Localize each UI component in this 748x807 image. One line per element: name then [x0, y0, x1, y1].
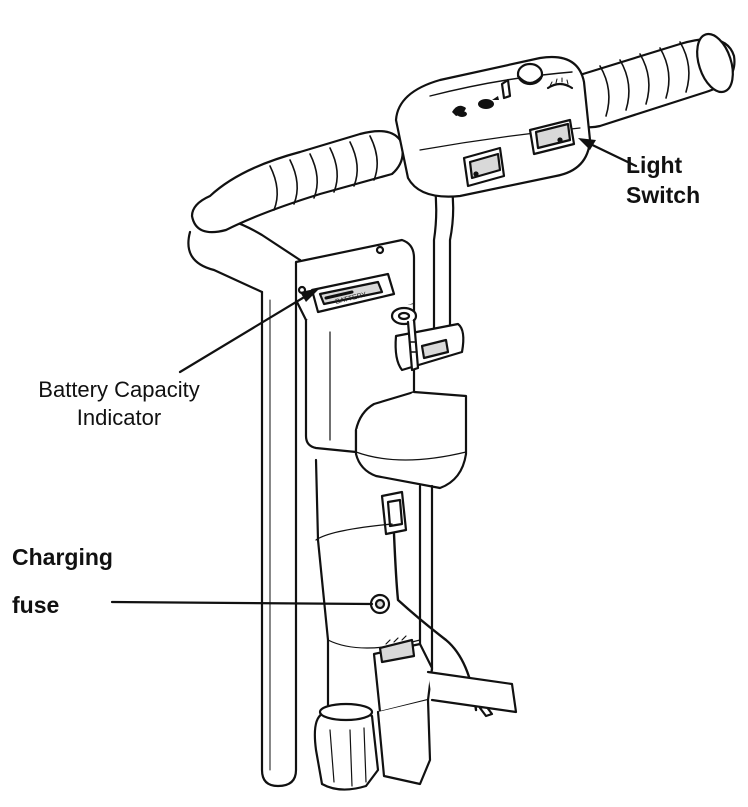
left-tiller-tube — [260, 290, 298, 788]
charging-fuse-label-line1: Charging — [12, 544, 113, 570]
battery-lower-body — [354, 390, 468, 490]
charging-fuse-label-line2: fuse — [12, 592, 60, 618]
key-switch — [390, 306, 465, 372]
control-console — [394, 55, 592, 198]
speed-icons — [452, 96, 499, 117]
light-switch-label: Light Switch — [626, 150, 700, 210]
light-switch — [528, 118, 576, 156]
battery-indicator-leader — [178, 288, 318, 374]
console-gauge — [546, 77, 574, 90]
left-rocker-switch — [462, 146, 506, 188]
charging-fuse — [369, 593, 391, 615]
lower-fittings — [313, 635, 518, 791]
battery-capacity-indicator-line2: Indicator — [76, 405, 162, 430]
right-grip — [564, 32, 736, 129]
speed-knob — [516, 62, 544, 86]
battery-capacity-window — [297, 245, 396, 314]
light-switch-arrowhead — [578, 138, 596, 150]
light-switch-label-line2: Switch — [626, 182, 701, 208]
battery-capacity-indicator-label: Battery Capacity Indicator — [8, 376, 230, 432]
left-grip — [190, 129, 404, 234]
light-switch-label-line1: Light — [626, 152, 683, 178]
charging-fuse-leader — [110, 600, 374, 606]
battery-indicator-arrowhead — [300, 288, 320, 302]
horn-button — [500, 78, 512, 100]
battery-capacity-indicator-line1: Battery Capacity — [38, 377, 200, 402]
